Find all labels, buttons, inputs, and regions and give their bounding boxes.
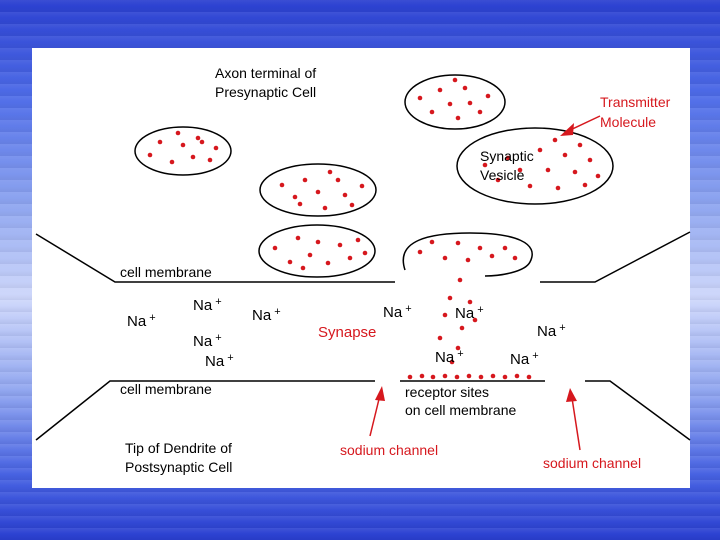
na-ion: Na+ bbox=[252, 306, 281, 324]
transmitter-arrow-head bbox=[560, 123, 574, 136]
na-ion: Na+ bbox=[127, 312, 156, 330]
dendrite-label: Postsynaptic Cell bbox=[125, 459, 232, 475]
sodium-ions: Na+ Na+ Na+ Na+ Na+ Na+ Na+ Na+ Na+ Na+ bbox=[127, 296, 566, 370]
sodium-channel-label-left: sodium channel bbox=[340, 442, 438, 458]
synapse-label: Synapse bbox=[318, 324, 376, 341]
na-ion: Na+ bbox=[455, 304, 484, 322]
axon-terminal-label: Presynaptic Cell bbox=[215, 84, 316, 100]
synaptic-vesicle bbox=[404, 74, 506, 130]
na-ion: Na+ bbox=[383, 303, 412, 321]
synaptic-vesicle bbox=[134, 126, 232, 176]
sodium-channel-arrow-right bbox=[571, 397, 581, 451]
na-ion: Na+ bbox=[537, 322, 566, 340]
cell-membrane-label-bottom: cell membrane bbox=[120, 381, 212, 397]
vesicle-label: Vesicle bbox=[480, 167, 525, 183]
receptor-sites-label: on cell membrane bbox=[405, 402, 516, 418]
sodium-channel-label-right: sodium channel bbox=[543, 455, 641, 471]
transmitter-label: Molecule bbox=[600, 114, 656, 130]
postsynaptic-membrane bbox=[35, 380, 375, 441]
na-ion: Na+ bbox=[193, 332, 222, 350]
cell-membrane-label-top: cell membrane bbox=[120, 264, 212, 280]
presynaptic-membrane bbox=[540, 231, 691, 283]
na-ion: Na+ bbox=[435, 348, 464, 366]
fusing-vesicle bbox=[402, 232, 533, 277]
transmitter-label: Transmitter bbox=[600, 94, 671, 110]
na-ion: Na+ bbox=[510, 350, 539, 368]
axon-terminal-label: Axon terminal of bbox=[215, 65, 316, 81]
sodium-channel-arrow-left bbox=[369, 394, 381, 437]
na-ion: Na+ bbox=[193, 296, 222, 314]
synaptic-vesicle bbox=[258, 224, 376, 278]
postsynaptic-membrane bbox=[585, 380, 691, 441]
transmitter-molecules bbox=[147, 77, 601, 380]
synaptic-vesicle bbox=[456, 127, 614, 205]
synaptic-vesicle bbox=[259, 163, 377, 217]
receptor-sites-label: receptor sites bbox=[405, 384, 489, 400]
sodium-channel-arrow-left-head bbox=[375, 386, 385, 401]
sodium-channel-arrow-right-head bbox=[566, 388, 577, 402]
presynaptic-membrane bbox=[35, 233, 395, 283]
vesicle-label: Synaptic bbox=[480, 148, 534, 164]
dendrite-label: Tip of Dendrite of bbox=[125, 440, 232, 456]
na-ion: Na+ bbox=[205, 352, 234, 370]
